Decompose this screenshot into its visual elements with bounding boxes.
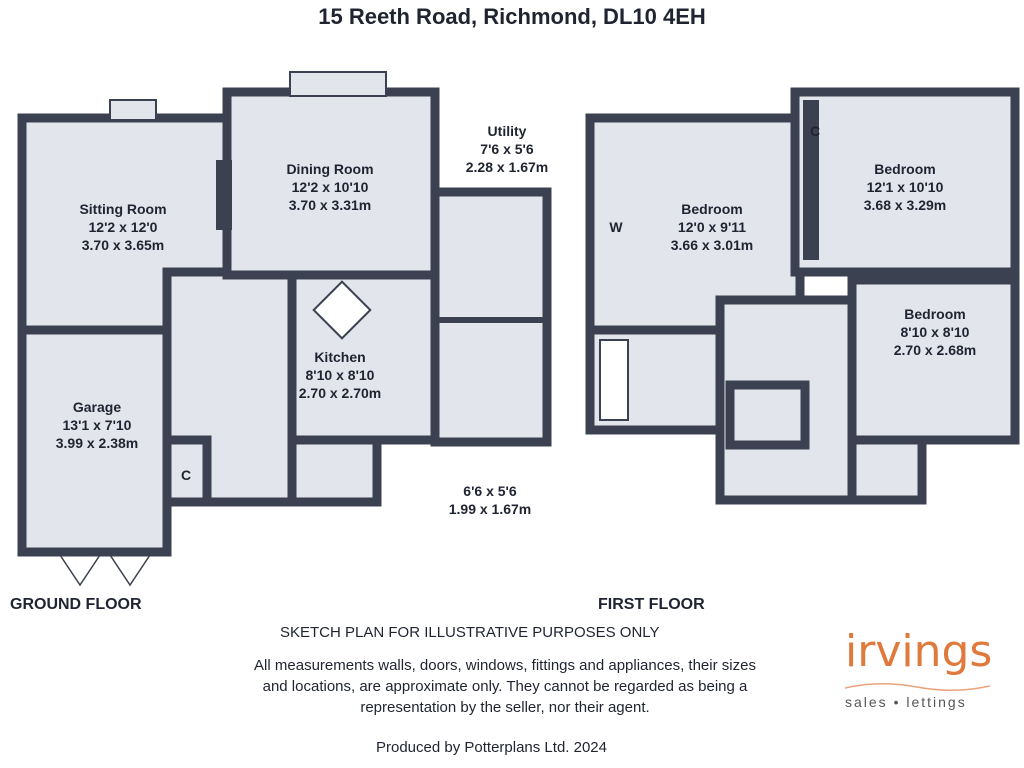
first-floor-walls bbox=[585, 87, 1020, 505]
bedroom-1-shape bbox=[585, 113, 805, 335]
cupboard-label-first: C bbox=[809, 123, 821, 139]
first-wc-shape bbox=[847, 435, 927, 505]
stairwell-shape bbox=[725, 380, 810, 450]
ground-floor-label: GROUND FLOOR bbox=[10, 596, 142, 613]
bedroom-2-shape bbox=[790, 87, 1020, 277]
logo-swoosh-icon bbox=[845, 682, 990, 692]
irvings-logo: irvings sales • lettings bbox=[845, 626, 993, 710]
wc-shape bbox=[287, 435, 382, 507]
sketch-note: SKETCH PLAN FOR ILLUSTRATIVE PURPOSES ON… bbox=[280, 624, 660, 641]
bedroom-3-shape bbox=[847, 275, 1020, 445]
wardrobe-label: W bbox=[609, 219, 623, 235]
cupboard-shape bbox=[162, 435, 212, 507]
ground-floor-walls bbox=[17, 87, 552, 557]
cupboard-label-ground: C bbox=[180, 467, 192, 483]
garage-shape bbox=[17, 325, 172, 557]
logo-brand: irvings bbox=[845, 626, 993, 677]
logo-tagline: sales • lettings bbox=[845, 694, 967, 710]
disclaimer: All measurements walls, doors, windows, … bbox=[254, 657, 756, 716]
producer-credit: Produced by Potterplans Ltd. 2024 bbox=[376, 739, 607, 756]
first-floor-label: FIRST FLOOR bbox=[598, 596, 705, 613]
page-title: 15 Reeth Road, Richmond, DL10 4EH bbox=[318, 4, 706, 29]
